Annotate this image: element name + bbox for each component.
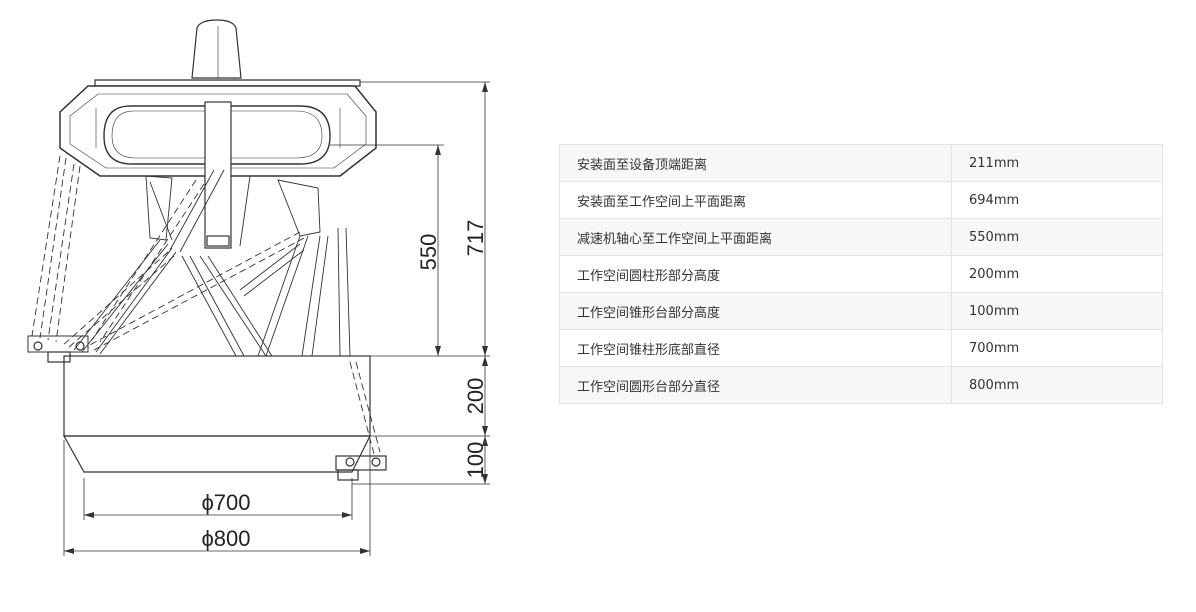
table-row: 工作空间锥形台部分高度 100mm bbox=[559, 292, 1163, 330]
spec-value: 800mm bbox=[951, 366, 1163, 404]
robot-center-column bbox=[204, 101, 232, 249]
spec-label: 工作空间圆柱形部分高度 bbox=[559, 255, 952, 293]
dim-200-label: 200 bbox=[463, 378, 488, 415]
dim-phi800-label: ϕ800 bbox=[201, 526, 250, 551]
robot-top-cap bbox=[191, 19, 242, 79]
spec-label: 工作空间锥柱形底部直径 bbox=[559, 329, 952, 367]
spec-label: 安装面至设备顶端距离 bbox=[559, 144, 952, 182]
table-row: 减速机轴心至工作空间上平面距离 550mm bbox=[559, 218, 1163, 256]
spec-value: 694mm bbox=[951, 181, 1163, 219]
workspace-cylinder bbox=[63, 355, 371, 437]
spec-value: 100mm bbox=[951, 292, 1163, 330]
dim-717-label: 717 bbox=[463, 220, 488, 257]
dim-100-label: 100 bbox=[463, 442, 488, 479]
spec-label: 安装面至工作空间上平面距离 bbox=[559, 181, 952, 219]
spec-value: 200mm bbox=[951, 255, 1163, 293]
table-row: 安装面至工作空间上平面距离 694mm bbox=[559, 181, 1163, 219]
robot-top-rim bbox=[94, 79, 361, 87]
workspace-frustum bbox=[62, 435, 371, 473]
spec-label: 工作空间圆形台部分直径 bbox=[559, 366, 952, 404]
dim-phi700-label: ϕ700 bbox=[201, 490, 250, 515]
dim-550-label: 550 bbox=[416, 234, 441, 271]
robot-base-window bbox=[103, 105, 331, 165]
spec-label: 工作空间锥形台部分高度 bbox=[559, 292, 952, 330]
table-row: 工作空间圆形台部分直径 800mm bbox=[559, 366, 1163, 404]
spec-label: 减速机轴心至工作空间上平面距离 bbox=[559, 218, 952, 256]
spec-value: 550mm bbox=[951, 218, 1163, 256]
spec-value: 700mm bbox=[951, 329, 1163, 367]
table-row: 工作空间圆柱形部分高度 200mm bbox=[559, 255, 1163, 293]
spec-table: 安装面至设备顶端距离 211mm 安装面至工作空间上平面距离 694mm 减速机… bbox=[559, 144, 1163, 404]
table-row: 安装面至设备顶端距离 211mm bbox=[559, 144, 1163, 182]
table-row: 工作空间锥柱形底部直径 700mm bbox=[559, 329, 1163, 367]
robot-dimension-drawing: 717 550 200 100 ϕ700 ϕ800 bbox=[27, 19, 490, 556]
spec-value: 211mm bbox=[951, 144, 1163, 182]
